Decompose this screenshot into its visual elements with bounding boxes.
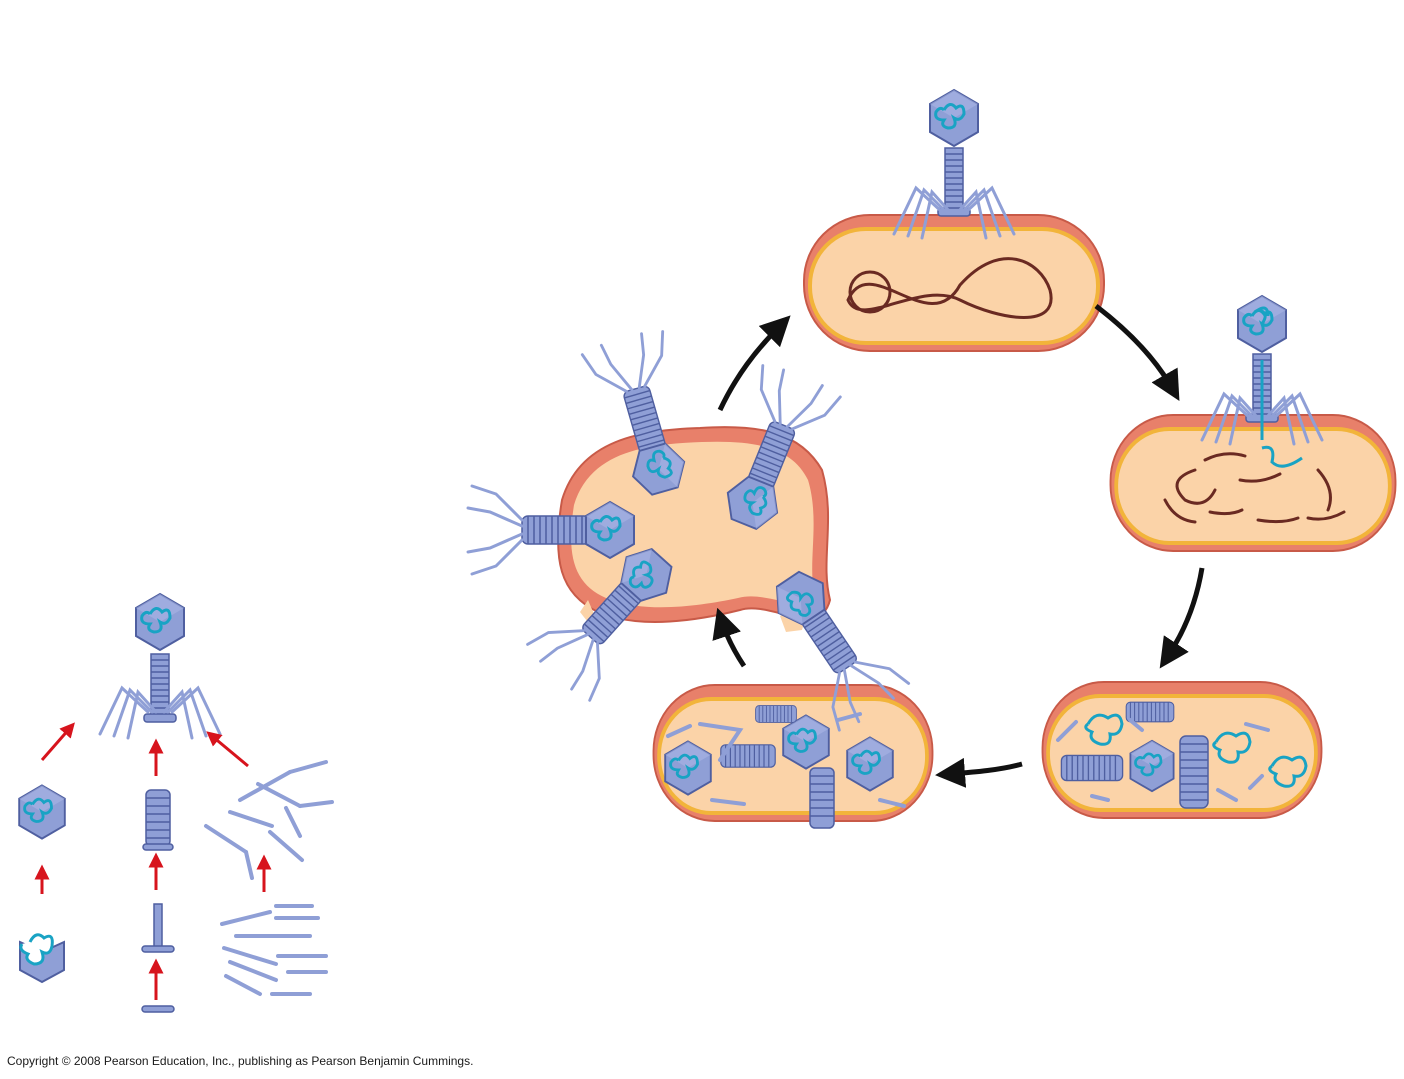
curved-arrow-icon [712, 607, 747, 668]
stage-injection [1109, 296, 1397, 552]
bacterial-cell [1109, 414, 1397, 552]
bacterial-cell [803, 214, 1105, 352]
copyright-notice: Copyright © 2008 Pearson Education, Inc.… [7, 1054, 474, 1068]
curved-arrow-icon [1159, 567, 1205, 669]
tail-core [141, 903, 175, 953]
tail-sheath [142, 789, 174, 851]
bacterial-chromosome [846, 257, 1053, 319]
phage-dna [1253, 306, 1303, 468]
assembled-phage [98, 592, 222, 740]
stage-assembly [652, 684, 934, 829]
cycle-arrows [712, 304, 1205, 788]
phage-assembly-inset [17, 592, 334, 1013]
degraded-chromosome [1163, 452, 1346, 524]
curved-arrow-icon [1094, 304, 1180, 402]
stage-attachment [803, 90, 1105, 352]
red-arrow-icon [40, 722, 75, 761]
tail-fiber-parts [220, 904, 328, 996]
stage-synthesis [1041, 681, 1323, 819]
assembly-arrows [34, 722, 272, 1000]
tail-fibers-assembled [204, 760, 334, 880]
stage-release [468, 328, 911, 733]
red-arrow-icon [206, 731, 249, 768]
head-with-dna [19, 933, 65, 984]
curved-arrow-icon [935, 757, 1023, 788]
baseplate [141, 1005, 175, 1013]
curved-arrow-icon [717, 315, 791, 412]
empty-head [17, 783, 67, 841]
